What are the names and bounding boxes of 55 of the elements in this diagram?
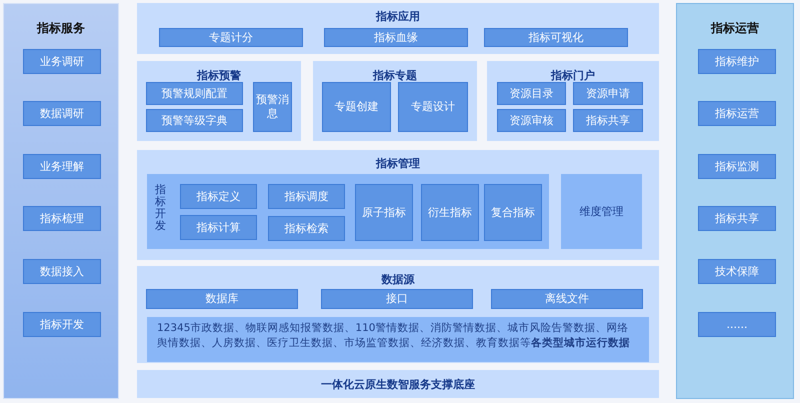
- panel-title: 指标门户: [550, 68, 596, 83]
- module-box: 指标运营: [698, 101, 776, 126]
- layer-panel: [137, 61, 301, 141]
- module-box: 接口: [321, 289, 473, 309]
- module-box: 业务调研: [23, 49, 101, 74]
- layer-panel: [137, 150, 659, 260]
- module-box: 离线文件: [491, 289, 643, 309]
- layer-panel: [487, 61, 659, 141]
- module-box: 资源目录: [497, 82, 566, 105]
- side-panel: [3, 3, 119, 399]
- inner-panel: [147, 174, 549, 249]
- module-box: 专题创建: [322, 82, 391, 132]
- module-box: 专题设计: [398, 82, 468, 132]
- module-box: 资源申请: [573, 82, 643, 105]
- module-box: 指标维护: [698, 49, 776, 74]
- module-box: 指标共享: [573, 109, 643, 132]
- module-box: 数据调研: [23, 101, 101, 126]
- panel-title: 指标开发: [155, 184, 166, 232]
- module-box: 指标定义: [180, 184, 257, 209]
- data-description: 12345市政数据、物联网感知报警数据、110警情数据、消防警情数据、城市风险告警数据、网络舆情数据、人房数据、医疗卫生数据、市场监管数据、经济数据、教育数据等各类型城市运行数据: [147, 317, 649, 362]
- module-box: 指标梳理: [23, 206, 101, 231]
- module-box: 资源审核: [497, 109, 566, 132]
- layer-panel: [313, 61, 477, 141]
- module-box: 数据接入: [23, 259, 101, 284]
- module-box: 指标共享: [698, 206, 776, 231]
- module-box: 专题计分: [159, 28, 303, 47]
- panel-title: 指标管理: [374, 156, 421, 171]
- side-panel: [676, 3, 794, 399]
- module-box: 预警消息: [253, 82, 292, 132]
- module-box: 预警规则配置: [146, 82, 243, 105]
- layer-panel: [137, 266, 659, 363]
- module-box: 维度管理: [561, 174, 642, 249]
- module-box: 业务理解: [23, 154, 101, 179]
- module-box: 预警等级字典: [146, 109, 243, 132]
- module-box: 指标监测: [698, 154, 776, 179]
- module-box: 指标开发: [23, 312, 101, 337]
- panel-title: 指标预警: [196, 68, 242, 83]
- base-layer-bar: 一体化云原生数智服务支撑底座: [137, 370, 659, 398]
- panel-title: 指标专题: [372, 68, 418, 83]
- module-box: 复合指标: [484, 184, 542, 241]
- module-box: 指标可视化: [484, 28, 628, 47]
- module-box: 指标检索: [268, 216, 345, 241]
- panel-title: 数据源: [380, 272, 416, 287]
- module-box: 数据库: [146, 289, 298, 309]
- module-box: 指标计算: [180, 215, 257, 240]
- module-box: ......: [698, 312, 776, 337]
- panel-title: 指标应用: [374, 9, 421, 24]
- panel-title: 指标运营: [710, 20, 760, 37]
- module-box: 指标血缘: [324, 28, 468, 47]
- module-box: 指标调度: [268, 184, 345, 209]
- panel-title: 指标服务: [36, 20, 86, 37]
- layer-panel: [137, 3, 659, 54]
- module-box: 衍生指标: [421, 184, 479, 241]
- module-box: 原子指标: [355, 184, 413, 241]
- module-box: 技术保障: [698, 259, 776, 284]
